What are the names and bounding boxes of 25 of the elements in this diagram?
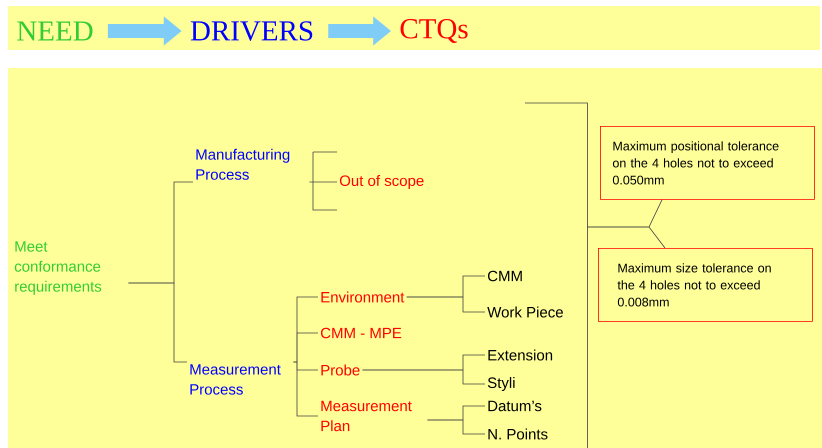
- tree-label: Datum’s: [488, 400, 542, 412]
- connector-line: [128, 282, 188, 362]
- connector-line: [427, 420, 486, 434]
- connector-line: [406, 296, 486, 312]
- connector-line: [362, 370, 486, 384]
- tree-label: Meet conformance requirements: [14, 241, 102, 295]
- requirement-box: Maximum size tolerance on the 4 holes not to exceed 0.008mm: [598, 248, 813, 322]
- tree-label: N. Points: [488, 428, 548, 440]
- tree-label: Manufacturing Process: [196, 148, 290, 180]
- tree-label: CMM: [488, 270, 522, 282]
- tree-label: Work Piece: [487, 306, 563, 318]
- stage-label: NEED: [17, 21, 92, 41]
- tree-label: Probe: [321, 364, 360, 376]
- tree-label: Measurement Plan: [321, 400, 412, 432]
- requirement-box: Maximum positional tolerance on the 4 holes not to exceed 0.050mm: [600, 126, 815, 200]
- connector-line: [293, 362, 318, 416]
- tree-label: Styli: [488, 377, 515, 391]
- connector-line: [587, 226, 666, 248]
- tree-label: Extension: [488, 350, 552, 360]
- tree-label: Environment: [321, 292, 404, 302]
- tree-label: CMM - MPE: [320, 328, 402, 338]
- stage-label: CTQs: [400, 19, 468, 43]
- tree-label: Out of scope: [340, 175, 424, 189]
- stage-label: DRIVERS: [190, 21, 312, 41]
- tree-label: Measurement Process: [190, 364, 281, 395]
